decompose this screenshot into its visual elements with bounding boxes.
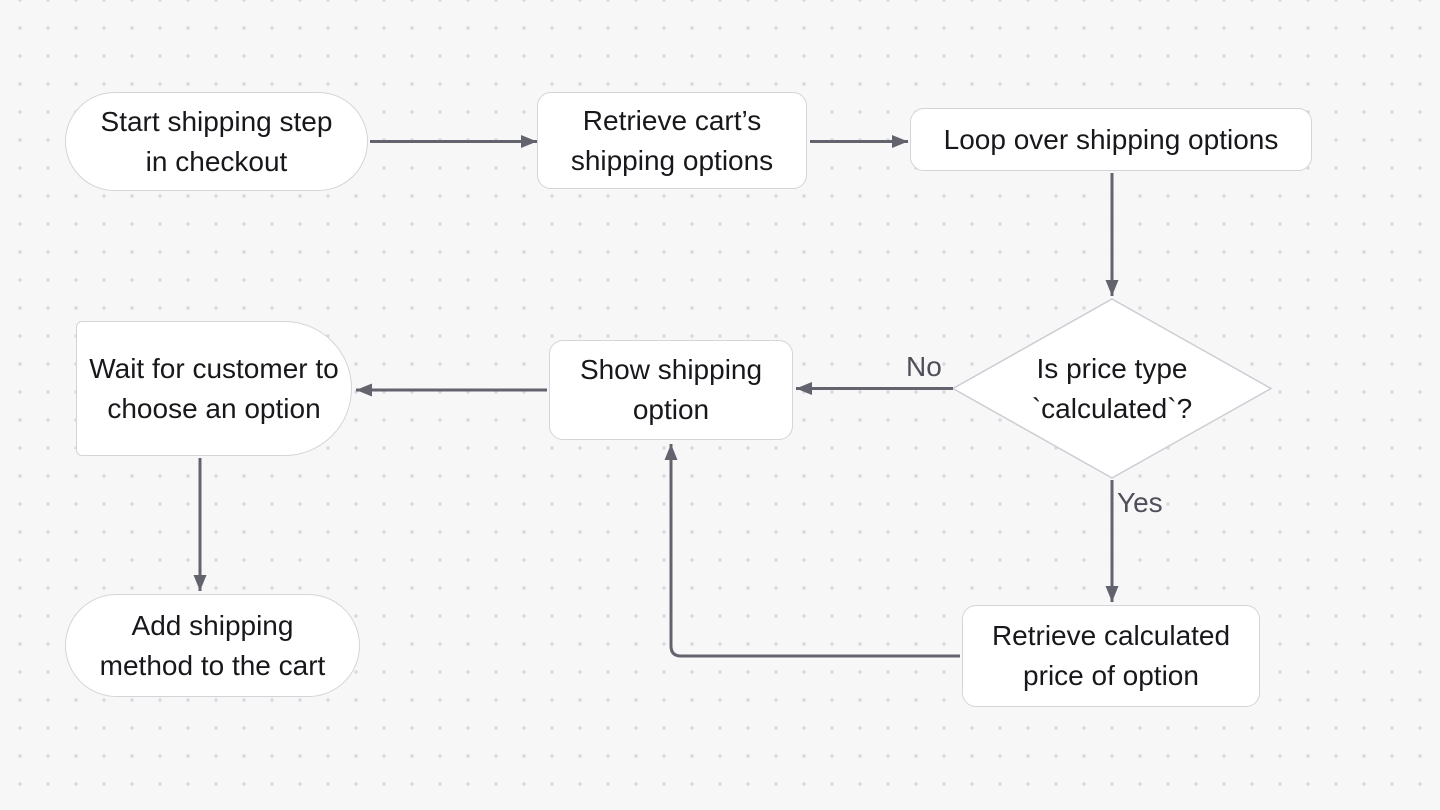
node-label-line: method to the cart [99,649,326,681]
node-add-shipping-method: Add shipping method to the cart [65,594,360,697]
node-retrieve-calculated-price: Retrieve calculated price of option [962,605,1260,707]
node-retrieve-shipping-options: Retrieve cart’s shipping options [537,92,807,189]
node-label-line: Retrieve calculated [991,620,1231,651]
node-loop-over-options: Loop over shipping options [910,108,1312,171]
node-label-line: Start shipping step [100,105,333,137]
node-label-line: Add shipping [131,609,294,641]
node-label-line: Show shipping [579,354,763,385]
node-decision-is-price-calculated: Is price type `calculated`? [962,349,1262,429]
node-label-line: Is price type [1036,353,1188,384]
node-label-line: Loop over shipping options [943,123,1279,155]
node-label-line: Wait for customer to [89,352,339,384]
edge-label-yes: Yes [1117,487,1163,518]
node-label-line: `calculated`? [1031,393,1193,424]
node-label-line: in checkout [145,145,288,177]
node-label-line: choose an option [107,392,321,424]
edge-label-no: No [906,351,942,382]
node-wait-for-customer: Wait for customer to choose an option [76,321,352,456]
edge-price-to-show [664,444,960,658]
node-label-line: price of option [1023,660,1199,691]
node-label-line: Retrieve cart’s [582,104,762,136]
node-label-line: shipping options [570,144,774,176]
node-start-shipping-step: Start shipping step in checkout [65,92,368,191]
node-label-line: option [632,394,710,425]
node-show-shipping-option: Show shipping option [549,340,793,440]
decision-diamond-shape [951,298,1273,479]
